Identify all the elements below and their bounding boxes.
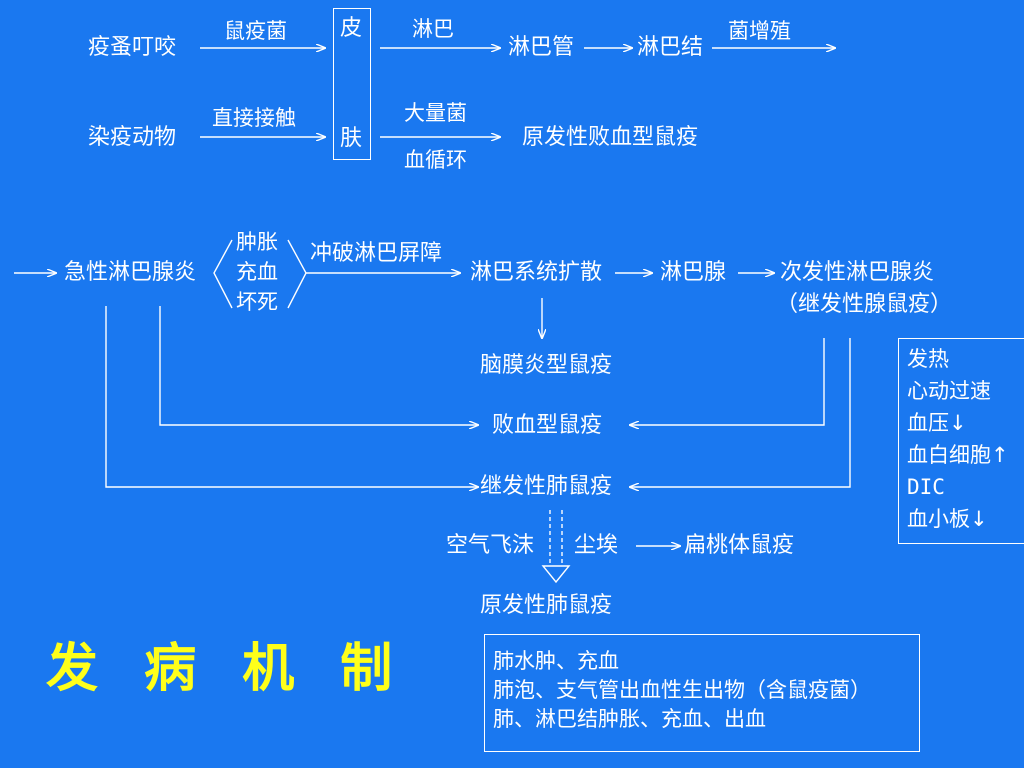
node-secondary-pneumonic: 继发性肺鼠疫 (480, 474, 613, 499)
left-bracket (213, 239, 233, 309)
source-flea-bite: 疫蚤叮咬 (88, 35, 177, 60)
page-title: 发 病 机 制 (46, 639, 407, 699)
hollow-arrow-head (541, 565, 571, 584)
symptom-swelling: 肿胀 (236, 230, 278, 254)
node-secondary-bubonic: （继发性腺鼠疫） (776, 292, 953, 317)
node-lymph-node: 淋巴结 (637, 35, 704, 60)
node-lymph-system-spread: 淋巴系统扩散 (470, 260, 603, 285)
right-bracket (287, 239, 307, 309)
symptom-necrosis: 坏死 (236, 290, 278, 314)
symptom-fever: 发热 (907, 347, 949, 371)
label-dust: 尘埃 (574, 533, 619, 558)
node-lymph-gland: 淋巴腺 (660, 260, 727, 285)
path-lymphadenitis-to-pneumonic (105, 306, 478, 487)
node-acute-lymphadenitis: 急性淋巴腺炎 (64, 260, 197, 285)
label-blood-circulation: 血循环 (404, 148, 467, 172)
label-direct-contact: 直接接触 (212, 106, 296, 130)
label-proliferation: 菌增殖 (728, 19, 791, 43)
lung-findings-box: 肺水肿、充血 肺泡、支气管出血性生出物（含鼠疫菌） 肺、淋巴结肿胀、充血、出血 (484, 634, 920, 752)
symptom-tachycardia: 心动过速 (907, 379, 991, 403)
path-secondary-to-septic (630, 338, 825, 425)
lung-line-1: 肺水肿、充血 (493, 649, 619, 673)
label-break-lymph-barrier: 冲破淋巴屏障 (310, 241, 443, 266)
node-secondary-lymphadenitis: 次发性淋巴腺炎 (780, 260, 935, 285)
path-secondary-to-pneumonic (630, 338, 851, 487)
node-lymph-vessel: 淋巴管 (508, 35, 575, 60)
node-septicemic-plague: 败血型鼠疫 (492, 413, 603, 438)
label-airborne-droplets: 空气飞沫 (446, 533, 535, 558)
label-lymph: 淋巴 (412, 17, 454, 41)
lung-line-2: 肺泡、支气管出血性生出物（含鼠疫菌） (493, 678, 871, 702)
skin-char-top: 皮 (340, 16, 363, 41)
symptom-low-bp: 血压↓ (907, 411, 967, 435)
path-lymphadenitis-to-septic (159, 306, 478, 425)
node-primary-pneumonic: 原发性肺鼠疫 (480, 593, 613, 618)
lung-line-3: 肺、淋巴结肿胀、充血、出血 (493, 707, 766, 731)
symptoms-box: 发热 心动过速 血压↓ 血白细胞↑ DIC 血小板↓ (898, 338, 1024, 544)
skin-box: 皮 肤 (333, 8, 371, 160)
source-infected-animal: 染疫动物 (88, 125, 177, 150)
node-tonsillar-plague: 扁桃体鼠疫 (684, 533, 795, 558)
node-primary-septicemic: 原发性败血型鼠疫 (522, 125, 699, 150)
label-large-bacteria: 大量菌 (404, 101, 467, 125)
node-meningeal-plague: 脑膜炎型鼠疫 (480, 353, 613, 378)
skin-char-bottom: 肤 (340, 126, 363, 151)
symptom-high-wbc: 血白细胞↑ (907, 443, 1009, 467)
symptom-dic: DIC (907, 475, 945, 499)
symptom-congestion: 充血 (236, 260, 278, 284)
label-plague-bacteria: 鼠疫菌 (224, 19, 287, 43)
symptom-low-platelets: 血小板↓ (907, 507, 988, 531)
